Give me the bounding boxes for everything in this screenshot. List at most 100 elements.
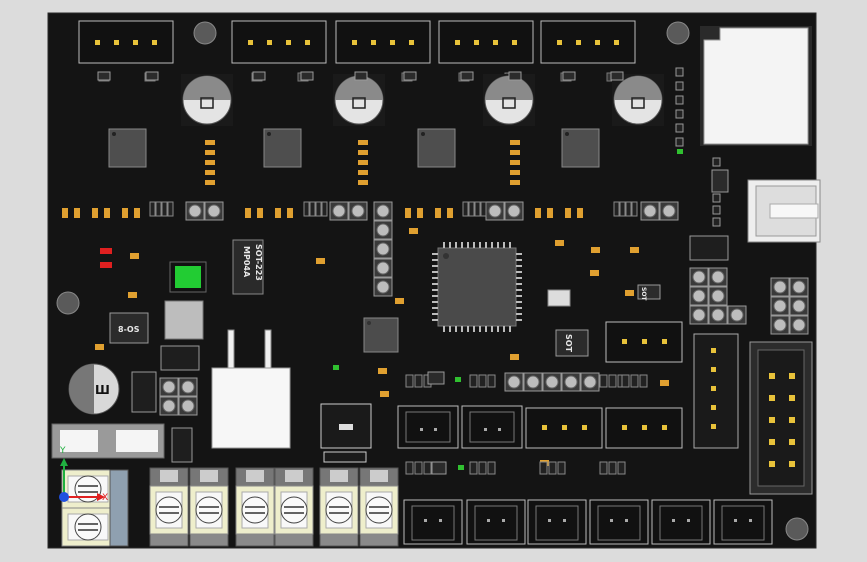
terminal-side [109, 469, 129, 547]
gray-module [164, 300, 204, 340]
smd-resistor [128, 292, 137, 298]
jst-connector [397, 405, 459, 449]
fan-connector [231, 20, 327, 82]
smd-pad [712, 217, 721, 227]
qfn-chip [363, 317, 399, 353]
smd-pad [675, 109, 684, 119]
pin-row [599, 461, 626, 475]
jst-connectors [397, 405, 773, 545]
pin-row [621, 374, 648, 388]
screw-terminal [359, 485, 399, 535]
diodes [131, 235, 729, 463]
smd-resistor [104, 208, 110, 218]
green-component [169, 261, 207, 293]
stepper-driver [108, 128, 147, 168]
electrolytic-capacitor [483, 74, 535, 126]
jumper-block [770, 277, 809, 335]
smd-pad [354, 71, 368, 81]
smd-pad [675, 137, 684, 147]
terminal-top [274, 467, 314, 547]
smd-pad [675, 95, 684, 105]
sot223-regulator: SOT-223 MP04A [232, 239, 264, 295]
jumper-block [727, 305, 747, 325]
three-pin-connector [605, 321, 683, 363]
smd-resistor [205, 180, 215, 185]
smd-pad [712, 157, 721, 167]
smd-pad [675, 123, 684, 133]
pin-row [405, 374, 432, 388]
smd-pad [403, 71, 417, 81]
smd-resistor [630, 247, 639, 253]
three-pin-connectors [525, 321, 683, 449]
capacitor-mark: Ш [95, 383, 110, 397]
mosfet [320, 403, 372, 463]
pin-row [149, 201, 174, 217]
smd-resistor [95, 344, 104, 350]
leds [100, 149, 683, 470]
jumper-block [485, 201, 524, 221]
pin-row [469, 461, 496, 475]
smd-resistor [205, 140, 215, 145]
terminal-top [189, 467, 229, 547]
screw-terminal [61, 507, 115, 547]
pin-row [462, 201, 487, 217]
jumper-block [185, 201, 224, 221]
smd-resistor [510, 160, 520, 165]
smd-resistor [510, 354, 519, 360]
smd-resistor [555, 240, 564, 246]
jst-connector [403, 499, 463, 545]
screw-terminal [149, 485, 189, 535]
electrolytic-capacitor [181, 74, 233, 126]
smd-resistor [378, 368, 387, 374]
three-pin-connector [525, 407, 603, 449]
small-capacitor: Ш [68, 363, 120, 415]
electrolytic-capacitor [612, 74, 664, 126]
screw-terminal [319, 485, 359, 535]
smd-resistor [547, 208, 553, 218]
pin-row [303, 201, 328, 217]
smd-pad [300, 71, 314, 81]
jst-connector [651, 499, 711, 545]
jumper-block [504, 372, 600, 392]
smd-pad [675, 67, 684, 77]
smd-resistor [435, 208, 441, 218]
electrolytic-capacitor [333, 74, 385, 126]
smd-resistor [358, 180, 368, 185]
terminal-top [359, 467, 399, 547]
jst-connector [466, 499, 526, 545]
smd-resistor [74, 208, 80, 218]
stepper-driver [263, 128, 302, 168]
fan-connector [335, 20, 431, 82]
so8-label: 8-OS [118, 325, 140, 334]
terminal-top [319, 467, 359, 547]
jumper-block [159, 377, 198, 416]
screw-terminal [235, 485, 275, 535]
triad-y-label: Y [59, 446, 66, 456]
smd-resistor [358, 170, 368, 175]
screw-terminal [61, 469, 115, 509]
stepper-driver [561, 128, 600, 168]
smd-pad [460, 71, 474, 81]
smd-resistor [577, 208, 583, 218]
pin-row [599, 374, 626, 388]
smd-resistor [275, 208, 281, 218]
screw-terminals [61, 467, 399, 547]
sot223-label-2: MP04A [242, 246, 251, 278]
vertical-header [693, 333, 739, 449]
smd-resistor [358, 160, 368, 165]
jst-connector [589, 499, 649, 545]
smd-resistor [134, 208, 140, 218]
pin-row [539, 461, 566, 475]
smd-resistor [380, 391, 389, 397]
sot-chip-label-1: SOT [564, 334, 573, 353]
usb-connector [747, 179, 821, 243]
jumper-block [373, 201, 393, 297]
smd-resistor [92, 208, 98, 218]
smd-pad [562, 71, 576, 81]
smd-pad [675, 81, 684, 91]
sot-chips: SOT SOT [427, 169, 729, 475]
smd-pad [610, 71, 624, 81]
jst-connector [461, 405, 523, 449]
smd-resistor [205, 170, 215, 175]
